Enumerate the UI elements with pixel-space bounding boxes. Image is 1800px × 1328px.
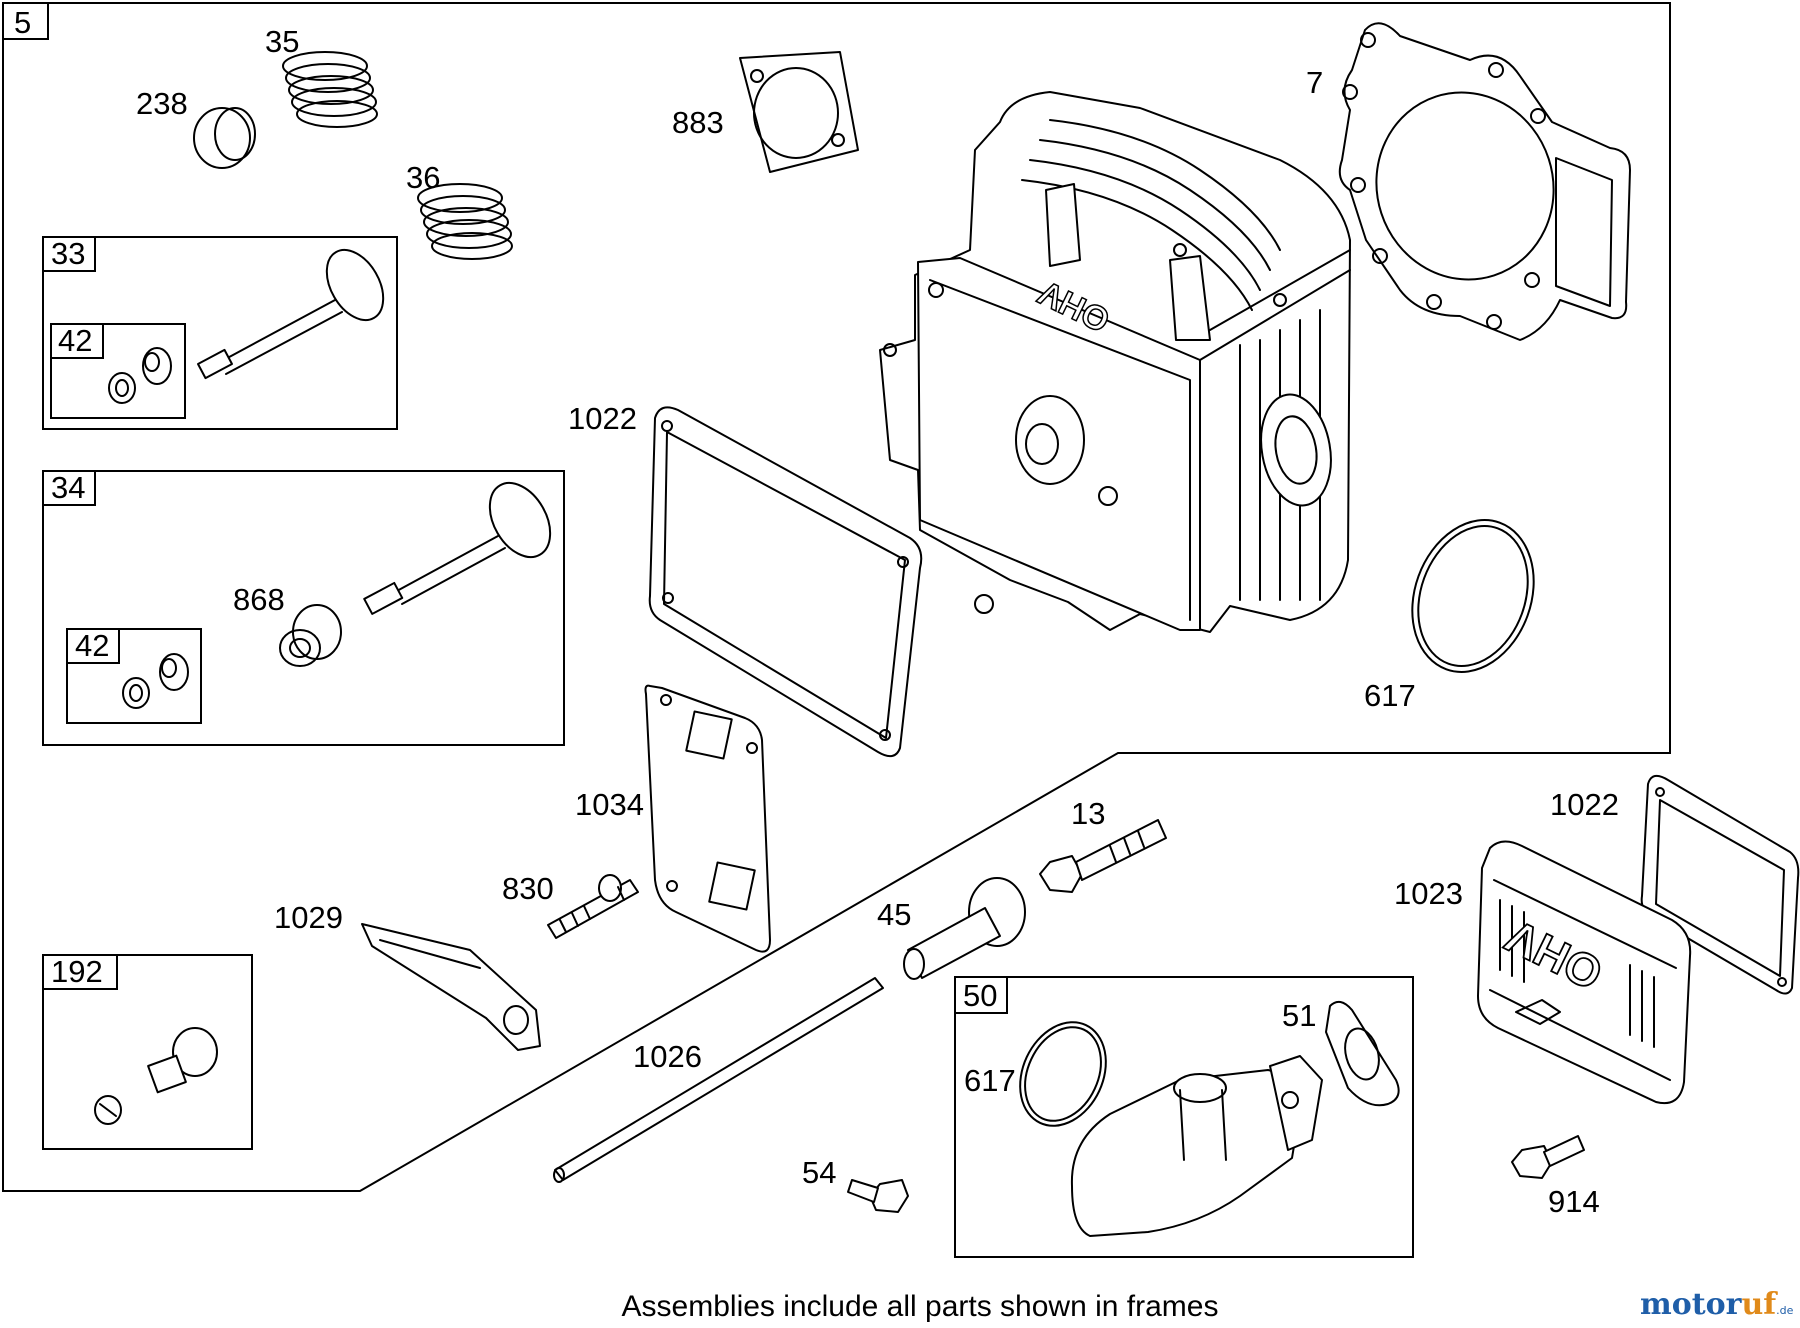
part-label-1022-right: 1022	[1550, 787, 1619, 822]
part-label-868: 868	[233, 582, 285, 617]
exhaust-valve-icon	[197, 248, 385, 380]
frame-50-outline	[954, 976, 1414, 1258]
part-label-13: 13	[1071, 796, 1105, 831]
part-label-54: 54	[802, 1155, 836, 1190]
frame-34-label: 34	[51, 470, 85, 505]
cover-screw-icon	[1511, 1135, 1585, 1179]
rocker-cover-gasket-icon	[648, 406, 923, 758]
frame-34-outline	[42, 470, 565, 746]
frame-50-tag	[954, 976, 1008, 1014]
watermark-text-1: motor	[1640, 1287, 1743, 1322]
manifold-gasket-icon	[1325, 1000, 1400, 1107]
breather-valve-icon	[94, 1027, 218, 1125]
part-label-1029: 1029	[274, 900, 343, 935]
head-bolt-icon	[1039, 819, 1167, 893]
frame-33-label: 33	[51, 236, 85, 271]
frame-5-outline	[2, 2, 1671, 1192]
part-label-1034: 1034	[575, 787, 644, 822]
push-rod-icon	[553, 977, 884, 1183]
exhaust-gasket-icon	[739, 51, 859, 173]
part-label-617-frame50: 617	[964, 1063, 1016, 1098]
part-label-830: 830	[502, 871, 554, 906]
frame-42a-outline	[50, 323, 186, 419]
frame-5-tag	[2, 2, 49, 40]
frame-42b-label: 42	[75, 628, 109, 663]
frame-192-label: 192	[51, 954, 103, 989]
valve-keeper-2-icon	[122, 653, 189, 709]
stud-icon	[547, 874, 639, 939]
valve-cap-icon	[193, 107, 256, 169]
screw-icon	[847, 1179, 909, 1213]
part-label-1022-top: 1022	[568, 401, 637, 436]
frame-192-outline	[42, 954, 253, 1150]
watermark-logo: motoruf.de	[1640, 1287, 1794, 1322]
diagram-caption: Assemblies include all parts shown in fr…	[622, 1290, 1219, 1323]
frame-192-tag	[42, 954, 118, 990]
svg-text:motoruf.de: motoruf.de	[1640, 1287, 1794, 1322]
frame-42b-outline	[66, 628, 202, 724]
valve-spring-2-icon	[417, 183, 513, 260]
part-label-36: 36	[406, 160, 440, 195]
o-ring-2-icon	[1019, 1021, 1107, 1127]
head-gasket-icon	[1338, 22, 1631, 341]
intake-valve-icon	[363, 482, 552, 615]
valve-keeper-icon	[108, 347, 172, 404]
watermark-text-2: uf	[1741, 1287, 1778, 1322]
watermark-text-3: .de	[1776, 1304, 1793, 1317]
valve-spring-icon	[282, 51, 378, 128]
breather-plate-icon	[644, 684, 771, 953]
cylinder-head-icon: OHV	[879, 91, 1351, 633]
part-label-238: 238	[136, 86, 188, 121]
valve-seal-icon	[279, 604, 342, 667]
part-label-45: 45	[877, 897, 911, 932]
frame-34-tag	[42, 470, 96, 506]
o-ring-icon	[1411, 519, 1535, 673]
frame-42b-tag	[66, 628, 120, 664]
frame-33-outline	[42, 236, 398, 430]
rocker-arm-icon	[361, 923, 541, 1051]
rocker-cover-icon: OHV	[1477, 840, 1692, 1104]
part-label-7: 7	[1306, 65, 1323, 100]
push-rod-guide-icon	[903, 877, 1026, 980]
part-label-35: 35	[265, 24, 299, 59]
part-label-883: 883	[672, 105, 724, 140]
intake-manifold-icon	[1070, 1055, 1323, 1237]
frame-50-label: 50	[963, 978, 997, 1013]
frame-33-tag	[42, 236, 96, 272]
frame-42a-tag	[50, 323, 104, 359]
part-label-1023: 1023	[1394, 876, 1463, 911]
part-label-51: 51	[1282, 998, 1316, 1033]
part-label-617-top: 617	[1364, 678, 1416, 713]
part-label-1026: 1026	[633, 1039, 702, 1074]
part-label-914: 914	[1548, 1184, 1600, 1219]
frame-5-label: 5	[14, 5, 31, 40]
frame-42a-label: 42	[58, 323, 92, 358]
